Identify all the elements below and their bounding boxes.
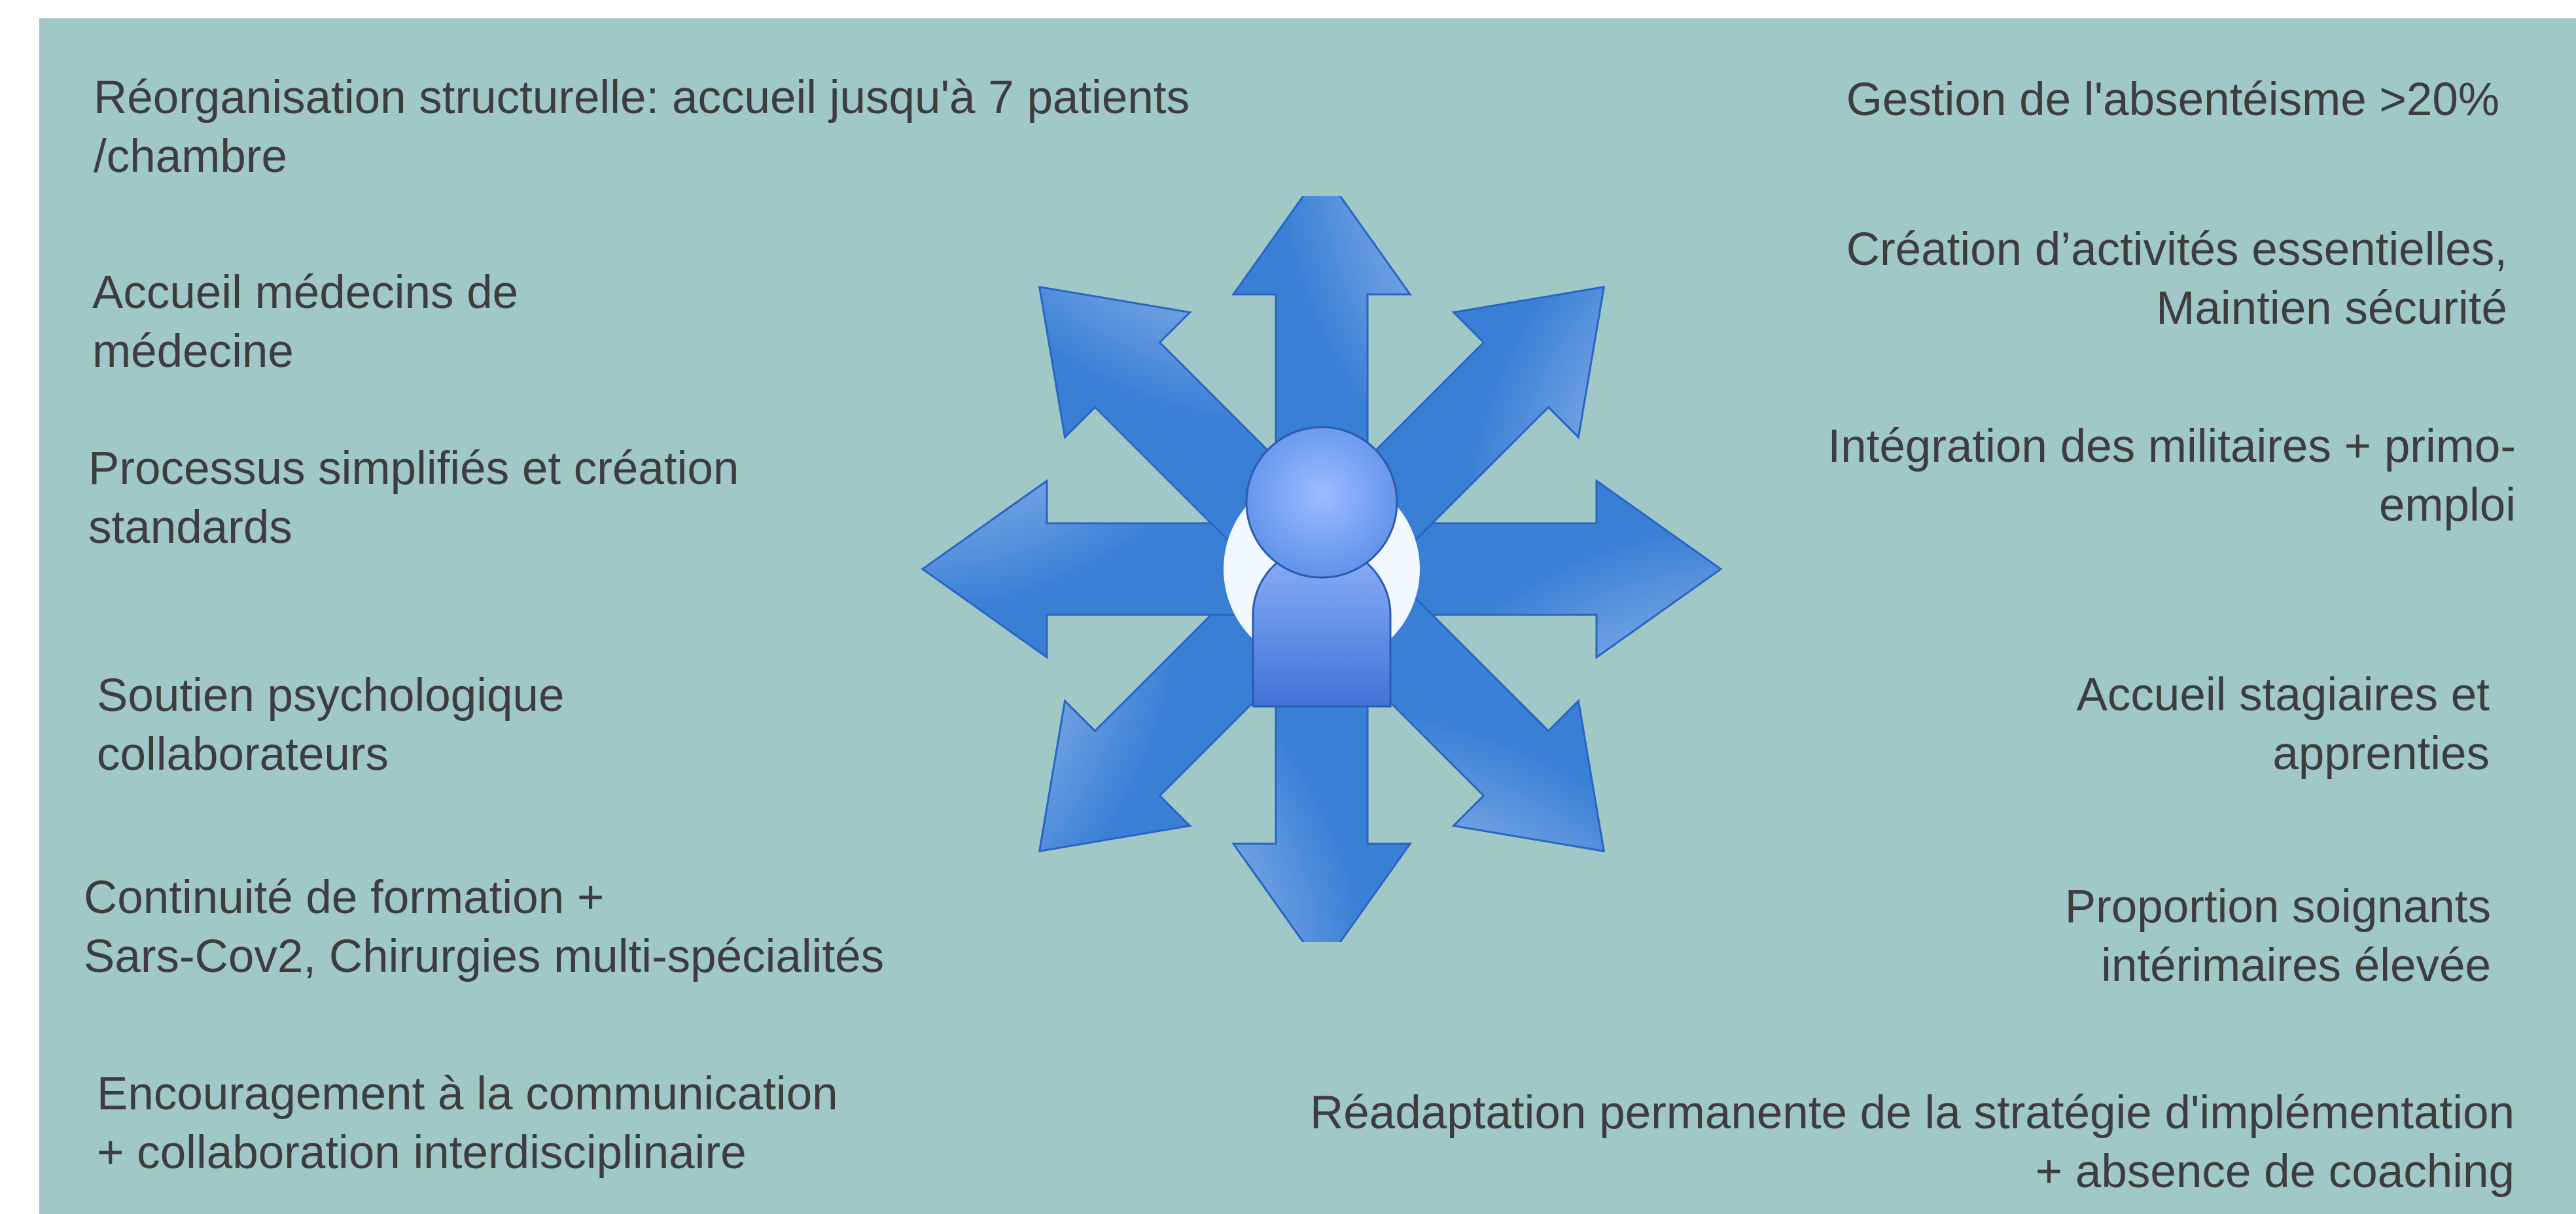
item-line: /chambre [94,131,287,182]
item-line: Continuité de formation + [84,872,605,924]
item-line: Processus simplifiés et création [88,443,739,494]
item-line: + absence de coaching [2035,1146,2514,1198]
item-line: intérimaires élevée [2101,940,2491,992]
item-proportion-soignants: Proportion soignants intérimaires élevée [2065,878,2491,996]
item-line: + collaboration interdisciplinaire [97,1127,747,1179]
item-readaptation: Réadaptation permanente de la stratégie … [1310,1084,2514,1202]
item-line: Soutien psychologique [97,670,565,721]
item-line: Accueil médecins de [92,267,519,319]
item-line: Proportion soignants [2064,881,2491,933]
item-line: Réorganisation structurelle: accueil jus… [94,72,1190,124]
item-line: Sars-Cov2, Chirurgies multi-spécialités [84,931,885,982]
person-icon [1245,426,1398,708]
item-accueil-stagiaires: Accueil stagiaires et apprenties [2077,666,2490,784]
item-continuite: Continuité de formation + Sars-Cov2, Chi… [84,869,884,986]
item-line: Accueil stagiaires et [2076,669,2490,721]
item-processus: Processus simplifiés et création standar… [88,440,739,557]
item-line: Intégration des militaires + primo- [1827,421,2516,472]
item-line: apprenties [2272,728,2490,780]
item-line: collaborateurs [97,729,389,780]
item-encouragement: Encouragement à la communication + colla… [97,1065,838,1183]
item-creation-activites: Création d’activités essentielles, Maint… [1846,220,2507,338]
item-absenteisme: Gestion de l'absentéisme >20% [1846,71,2499,130]
item-reorganisation: Réorganisation structurelle: accueil jus… [94,69,1190,186]
person-head [1245,426,1398,579]
item-line: Encouragement à la communication [97,1068,838,1120]
item-line: Gestion de l'absentéisme >20% [1846,74,2499,126]
item-integration-militaires: Intégration des militaires + primo- empl… [1827,417,2516,535]
item-line: Maintien sécurité [2156,283,2507,334]
item-line: Création d’activités essentielles, [1846,224,2507,275]
item-line: standards [88,502,292,553]
item-line: Réadaptation permanente de la stratégie … [1309,1087,2514,1139]
item-soutien: Soutien psychologique collaborateurs [97,667,564,784]
item-line: médecine [92,326,294,377]
radiating-arrows-hub [921,196,1723,942]
item-accueil-medecins: Accueil médecins de médecine [92,264,518,381]
item-line: emploi [2378,479,2516,531]
